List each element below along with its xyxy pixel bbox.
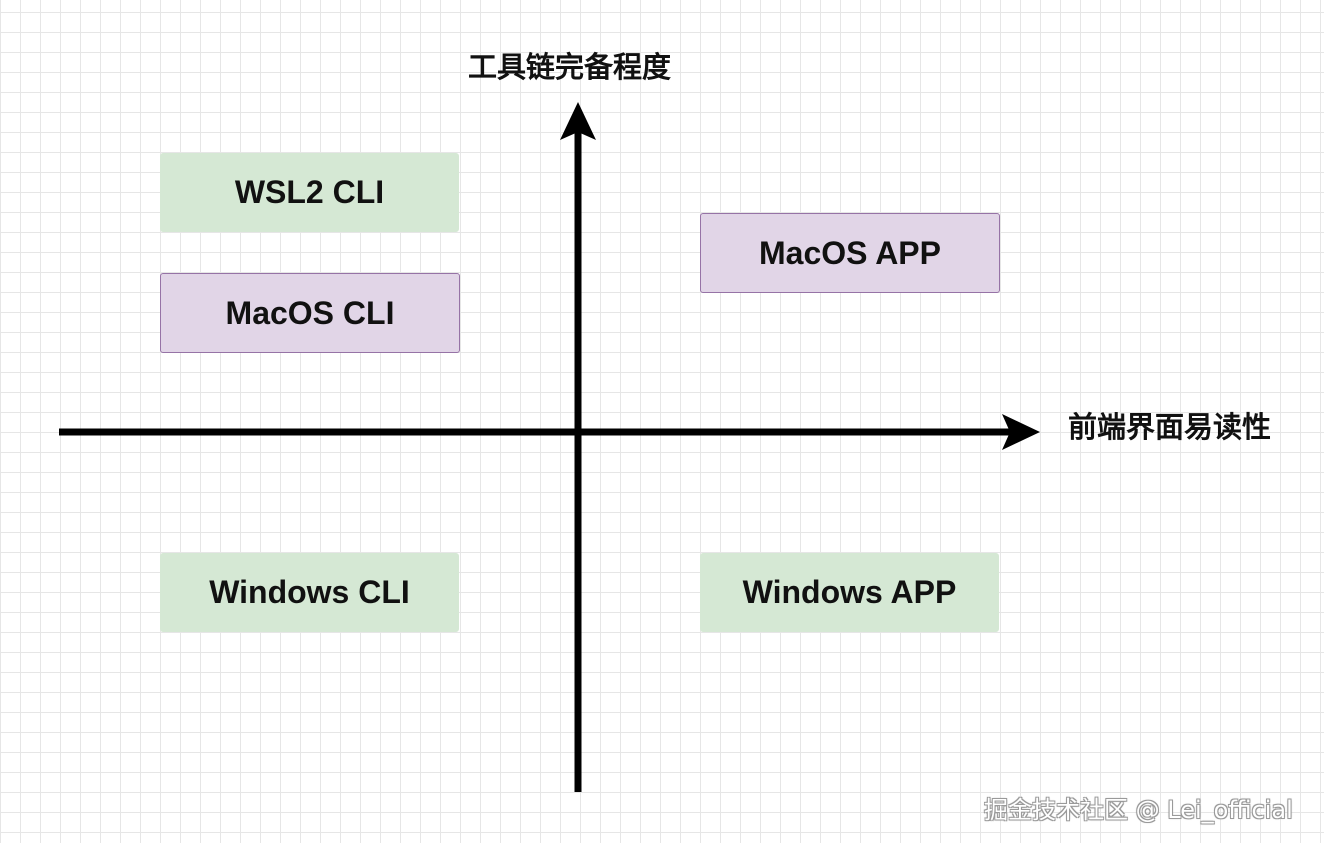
node-macos-app: MacOS APP: [700, 213, 1000, 293]
x-axis-arrowhead: [1002, 414, 1040, 450]
node-wsl2-cli: WSL2 CLI: [160, 153, 459, 232]
node-windows-app: Windows APP: [700, 553, 999, 632]
y-axis-label: 工具链完备程度: [468, 50, 672, 84]
x-axis-label: 前端界面易读性: [1068, 410, 1272, 444]
y-axis-arrowhead: [560, 102, 596, 140]
node-macos-cli: MacOS CLI: [160, 273, 460, 353]
node-windows-cli: Windows CLI: [160, 553, 459, 632]
watermark: 掘金技术社区 @ Lei_official: [984, 796, 1293, 824]
